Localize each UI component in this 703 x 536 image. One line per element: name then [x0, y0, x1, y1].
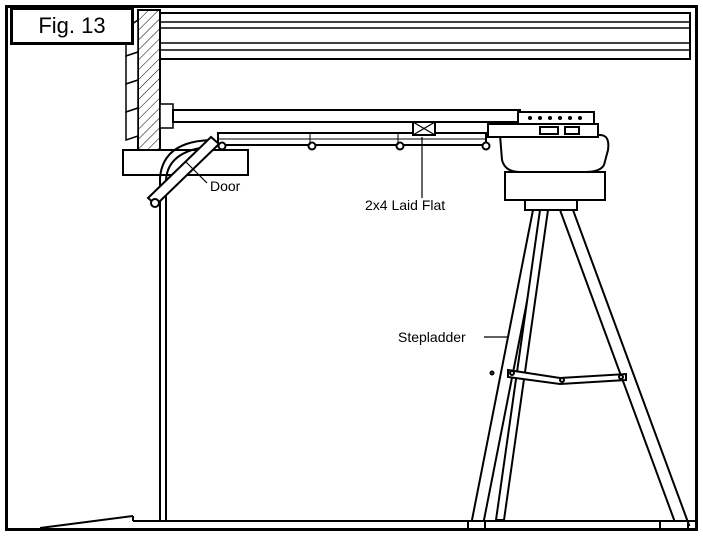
callout-leaders [185, 137, 508, 338]
stepladder [467, 199, 691, 530]
figure-number: Fig. 13 [38, 13, 106, 38]
figure-number-box: Fig. 13 [10, 7, 134, 45]
two-by-four-label: 2x4 Laid Flat [365, 197, 445, 213]
door-label: Door [210, 178, 241, 194]
ceiling-beam [159, 12, 691, 60]
support-block [504, 171, 606, 201]
opener-rail [172, 109, 521, 123]
garage-floor [39, 515, 696, 529]
two-by-four-board [412, 121, 436, 136]
opener-motor-unit [487, 111, 610, 173]
door-panel [146, 135, 221, 208]
stepladder-label: Stepladder [398, 329, 466, 345]
